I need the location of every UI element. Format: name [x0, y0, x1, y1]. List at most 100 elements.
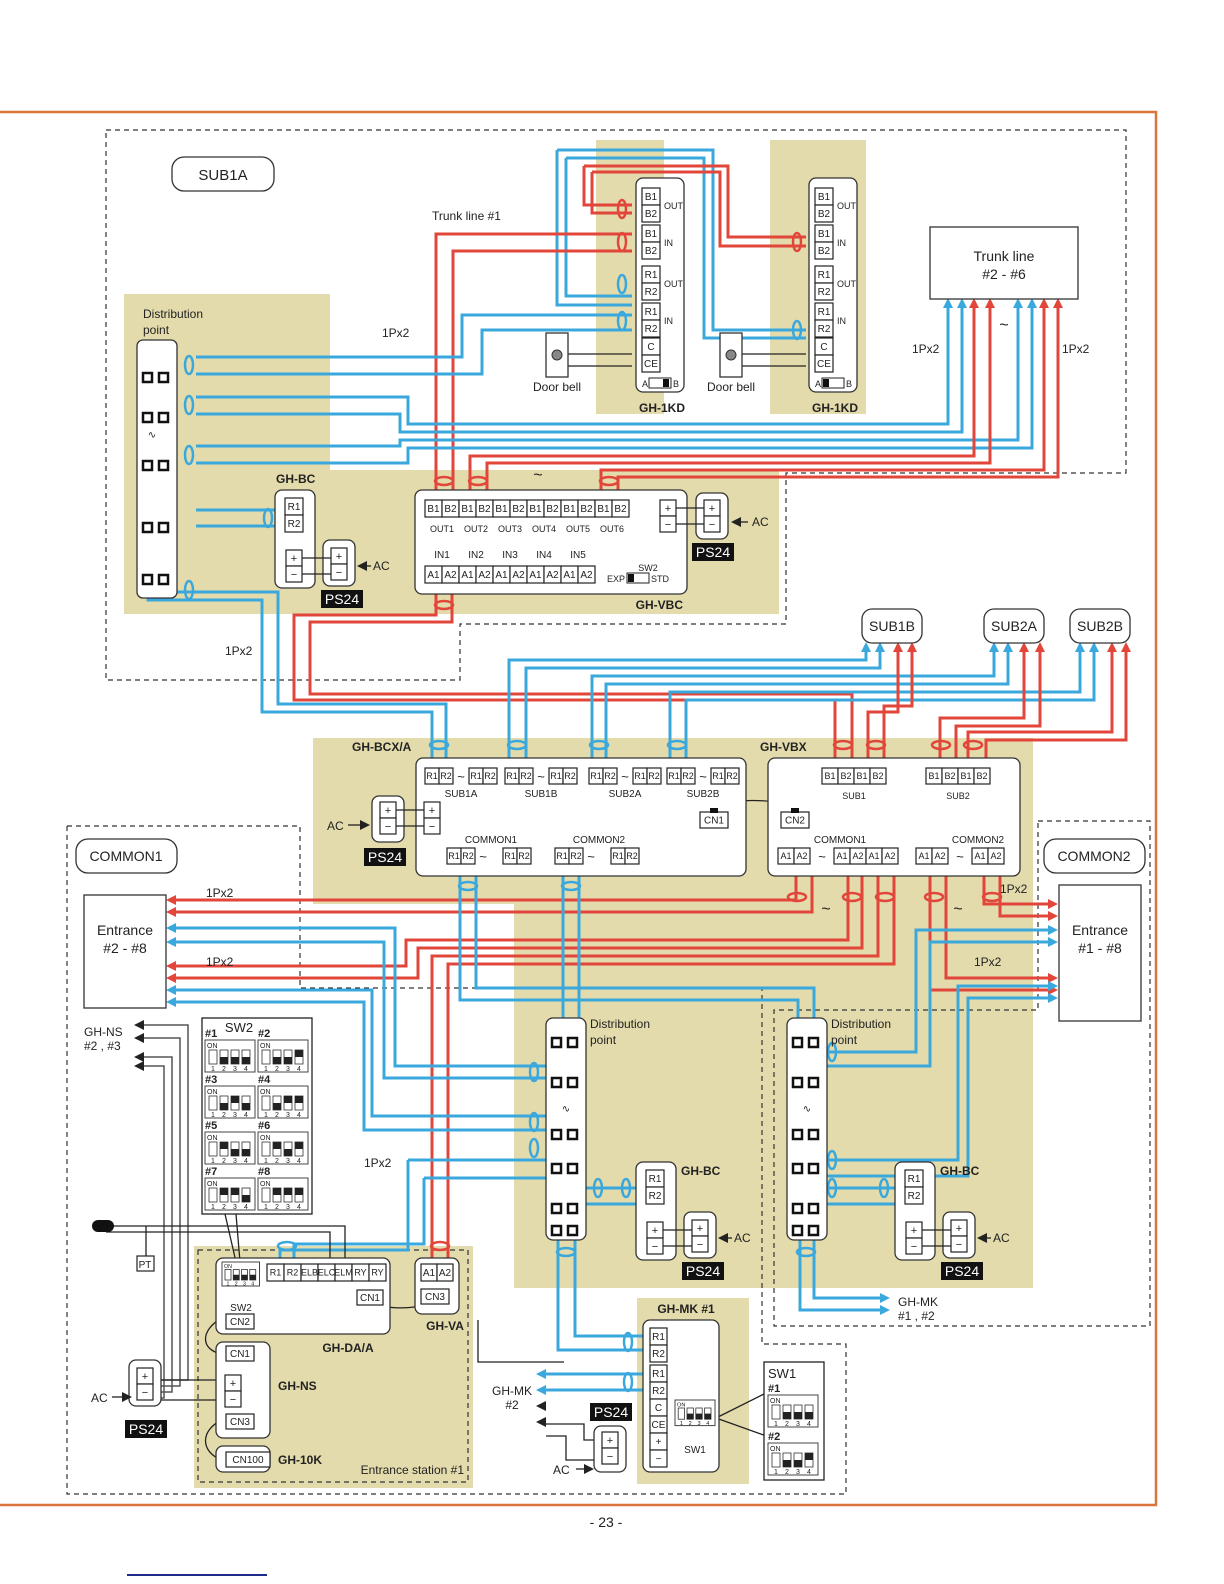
dip-slot: [261, 1095, 271, 1111]
arrowhead: [1048, 937, 1058, 947]
dip-number: 4: [244, 1158, 248, 1165]
terminal: [931, 847, 949, 865]
twist-marker: [183, 444, 195, 466]
dip-number: 4: [244, 1066, 248, 1073]
in-label: IN2: [468, 550, 484, 561]
terminal-label: ELB: [301, 1268, 318, 1278]
twist-marker: [622, 1371, 634, 1393]
dip-number: 3: [233, 1158, 237, 1165]
tilde: ~: [699, 769, 707, 784]
dip-knob-on: [284, 1188, 292, 1195]
distribution-point-box: [786, 1017, 828, 1241]
terminal-label: −: [697, 1239, 703, 1251]
terminal: [641, 354, 661, 373]
terminal-label: CE: [817, 359, 831, 370]
dip-number: 3: [286, 1066, 290, 1073]
terminal: [225, 1345, 255, 1362]
dip-on-label: ON: [207, 1089, 218, 1096]
terminal: [420, 1288, 450, 1305]
terminal-label: C: [820, 342, 827, 353]
pair-label: 1Px2: [974, 955, 1002, 969]
tilde: ~: [479, 849, 487, 864]
arrowhead: [1121, 642, 1131, 652]
terminal-label: A2: [439, 1268, 452, 1279]
twist-marker: [826, 1041, 838, 1063]
terminal-label: −: [429, 821, 435, 833]
twist-marker: [555, 1246, 577, 1258]
ps24-label: PS24: [594, 1404, 628, 1420]
terminal-label: −: [142, 1387, 148, 1399]
terminal-square: [550, 1202, 563, 1215]
gh-mk-output-label: #1 , #2: [898, 1309, 935, 1323]
terminal: [641, 319, 661, 338]
dip-number: 1: [774, 1469, 778, 1476]
footer-link-underline[interactable]: [127, 1574, 267, 1576]
dip-number: 1: [211, 1204, 215, 1211]
trunk-line-1-label: Trunk line #1: [432, 209, 501, 223]
terminal-label: R1: [818, 270, 831, 281]
gh-bc-label: GH-BC: [681, 1164, 721, 1178]
gh-ns-output-label: #2 , #3: [84, 1039, 121, 1053]
terminal-label: +: [709, 503, 715, 515]
sw2-label: SW2: [230, 1303, 252, 1314]
terminal-label: R1: [612, 851, 624, 861]
terminal-label: R1: [634, 771, 646, 781]
terminal-label: CN3: [425, 1292, 445, 1303]
dip-number: 2: [275, 1204, 279, 1211]
arrowhead: [1039, 298, 1049, 308]
terminal-label: R1: [504, 851, 516, 861]
terminal: [225, 1451, 271, 1468]
slide-switch-knob: [823, 379, 829, 387]
gh-mk-output-label: GH-MK: [898, 1295, 938, 1309]
key-switch-icon: [92, 1220, 114, 1232]
twist-marker: [429, 1240, 451, 1252]
terminal-label: R2: [726, 771, 738, 781]
arrowhead: [166, 961, 176, 971]
arrowhead: [985, 298, 995, 308]
common2-label: COMMON2: [1057, 848, 1130, 864]
dip-slot: [224, 1269, 232, 1281]
twist-marker: [457, 880, 479, 892]
dip-knob-off: [220, 1057, 228, 1064]
dip-knob-off: [249, 1274, 256, 1280]
terminal: [568, 847, 584, 865]
arrowhead: [1089, 642, 1099, 652]
terminal-square: [550, 1128, 563, 1141]
ac-label: AC: [734, 1231, 751, 1245]
terminal-label: B1: [427, 504, 440, 515]
twist-marker: [528, 1061, 540, 1083]
arrowhead: [1048, 911, 1058, 921]
group-label: IN: [837, 238, 846, 248]
dip-on-label: ON: [770, 1398, 781, 1405]
terminal-square: [807, 1202, 820, 1215]
terminal-label: RY: [354, 1268, 366, 1278]
terminal: [973, 767, 991, 785]
page-number: - 23 -: [590, 1514, 623, 1530]
terminal: [330, 563, 348, 581]
terminal-label: A2: [934, 851, 945, 861]
ps24-badge: [321, 590, 363, 608]
terminal-label: +: [230, 1378, 236, 1390]
sub1a-label-box: [171, 156, 275, 192]
slide-switch: [821, 377, 845, 389]
terminal-label: B1: [563, 504, 576, 515]
pair-label: 1Px2: [364, 1156, 392, 1170]
terminal-label: ELC: [318, 1268, 336, 1278]
terminal-label: B2: [818, 246, 831, 257]
terminal-label: R2: [818, 287, 831, 298]
terminal-label: −: [385, 821, 391, 833]
terminal: [368, 1263, 387, 1282]
terminal-square: [807, 1076, 820, 1089]
terminal-square: [141, 521, 154, 534]
terminal-label: R1: [590, 771, 602, 781]
arrowhead: [360, 820, 370, 830]
sub-port-label: SUB2A: [609, 789, 642, 800]
terminal-square: [141, 573, 154, 586]
twist-marker: [666, 739, 688, 751]
terminal-square: [141, 411, 154, 424]
door-bell-button-icon: [725, 349, 737, 361]
